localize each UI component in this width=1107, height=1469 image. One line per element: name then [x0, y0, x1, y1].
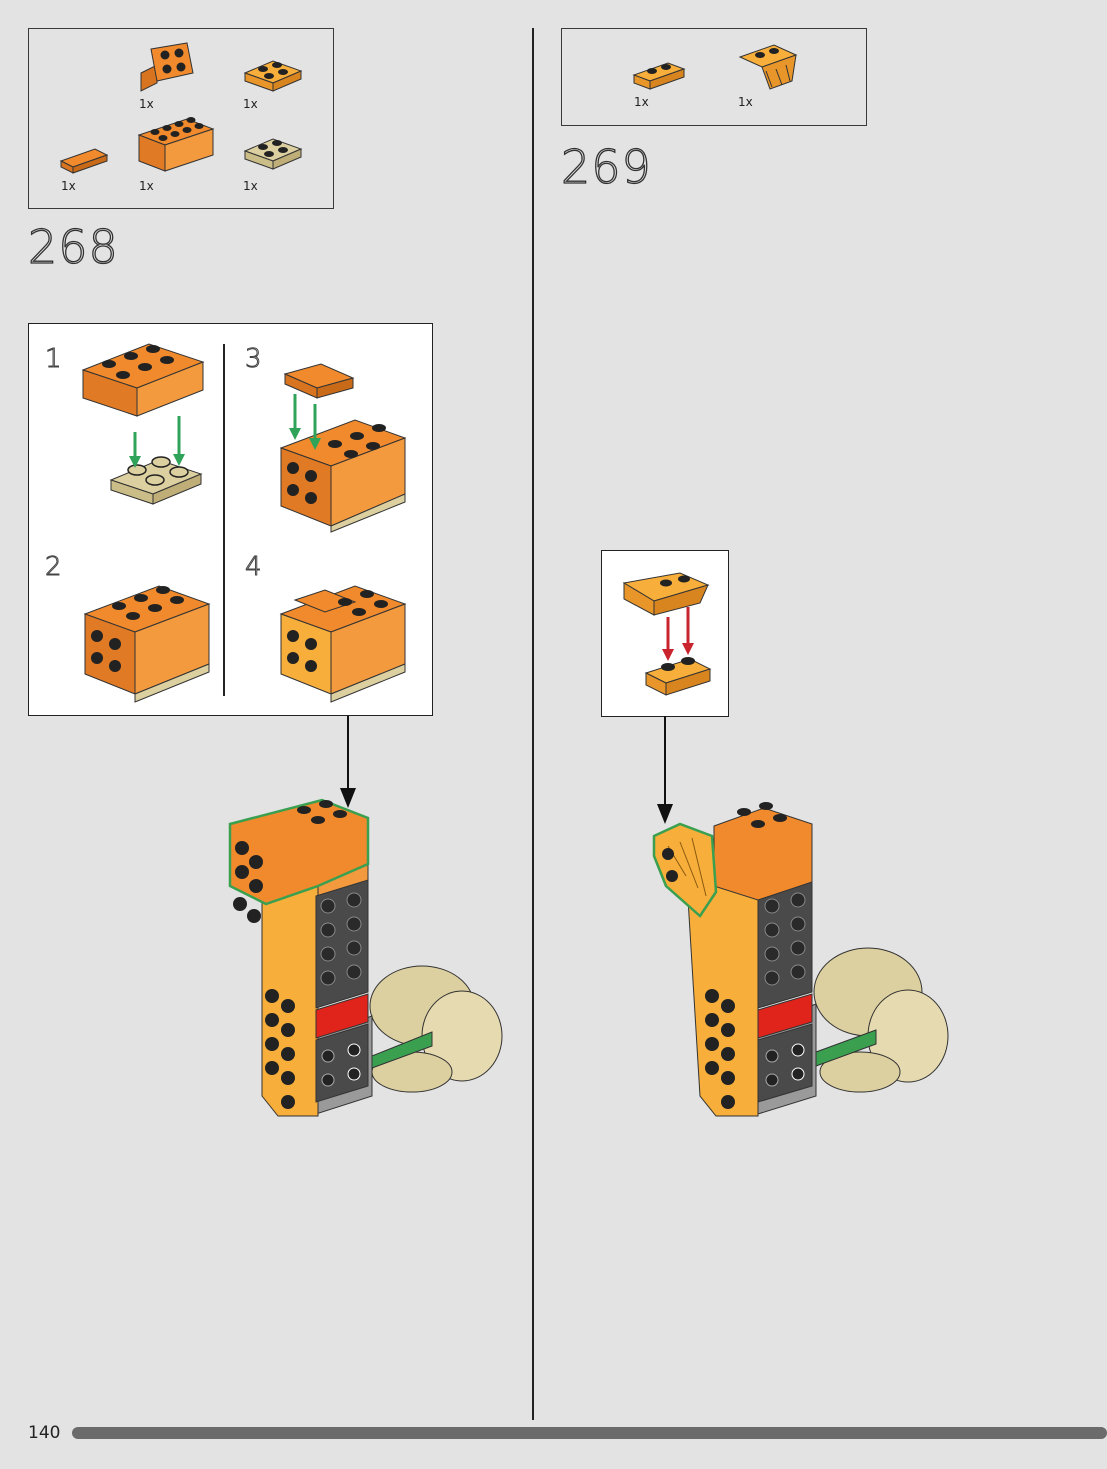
page-divider	[532, 28, 534, 1420]
progress-bar	[72, 1427, 1107, 1439]
tan-plate-2x2-icon	[243, 135, 303, 171]
substep-number: 3	[245, 344, 262, 374]
bright-orange-claw-plate-icon	[736, 41, 800, 93]
part-qty: 1x	[139, 97, 154, 111]
step-number: 268	[28, 220, 119, 274]
part-qty: 1x	[61, 179, 76, 193]
orange-bracket-1x2-2x2-icon	[137, 43, 197, 93]
substep-1-illustration	[79, 340, 209, 520]
substep-claw-illustration	[620, 573, 720, 703]
orange-brick-2x4-icon	[137, 115, 217, 175]
step-number: 269	[561, 140, 652, 194]
model-assembly-268	[222, 796, 512, 1126]
callout-arrow	[340, 716, 356, 808]
sub-assembly-box	[601, 550, 729, 717]
substep-3-illustration	[275, 364, 415, 534]
substep-number: 1	[45, 344, 62, 374]
model-assembly-269	[646, 796, 956, 1126]
substep-number: 4	[245, 552, 262, 582]
bright-orange-plate-2x2-icon	[243, 57, 303, 93]
parts-list-268: 1x 1x 1x 1x 1x	[28, 28, 334, 209]
sub-assembly-box: 1 2 3 4	[28, 323, 433, 716]
substep-divider	[223, 344, 225, 696]
substep-2-illustration	[79, 574, 219, 704]
substep-number: 2	[45, 552, 62, 582]
part-qty: 1x	[139, 179, 154, 193]
page-number: 140	[28, 1423, 60, 1443]
substep-4-illustration	[275, 574, 415, 704]
part-qty: 1x	[243, 97, 258, 111]
parts-list-269: 1x 1x	[561, 28, 867, 126]
orange-tile-1x2-icon	[59, 147, 109, 177]
bright-orange-plate-1x2-icon	[632, 59, 686, 91]
part-qty: 1x	[243, 179, 258, 193]
part-qty: 1x	[738, 95, 753, 109]
part-qty: 1x	[634, 95, 649, 109]
